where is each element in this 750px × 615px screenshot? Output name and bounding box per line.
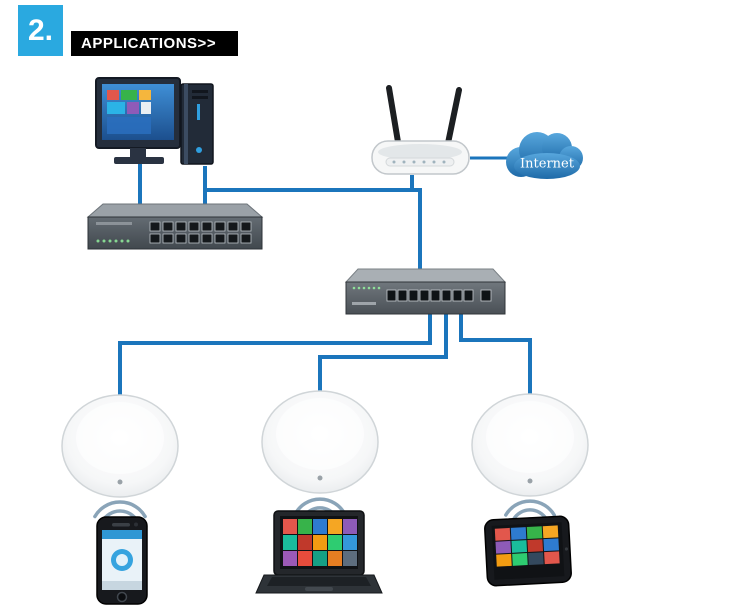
router-antenna-left <box>386 85 402 151</box>
router-top-panel <box>378 144 462 160</box>
wireless-router <box>371 85 470 175</box>
ethernet-ports <box>386 289 492 302</box>
laptop <box>255 510 383 594</box>
phone-speaker <box>112 523 130 527</box>
desktop-pc <box>95 77 214 165</box>
smartphone <box>96 516 148 605</box>
router-antenna-right <box>444 87 462 151</box>
phone-home-button <box>116 591 128 603</box>
step-number: 2. <box>27 13 54 47</box>
ap-led <box>527 478 533 484</box>
monitor-base <box>114 157 164 164</box>
phone-app-icon-core <box>116 554 128 566</box>
laptop-keyboard <box>267 577 371 586</box>
pc-tower-edge <box>184 84 188 164</box>
phone-camera <box>134 522 138 527</box>
pc-tower <box>180 83 214 165</box>
core-switch-top <box>86 203 264 218</box>
section-title: APPLICATIONS>> <box>81 35 217 52</box>
poe-switch-brand <box>352 302 376 305</box>
core-switch-brand <box>96 222 132 225</box>
pc-accent-stripe <box>197 104 200 120</box>
ceiling-ap-right <box>471 393 589 497</box>
step-number-badge: 2. <box>18 5 63 56</box>
section-title-banner: APPLICATIONS>> <box>71 31 238 56</box>
ap-led <box>117 479 123 485</box>
ap-highlight <box>486 401 574 473</box>
phone-screen-bottombar <box>102 581 142 590</box>
core-switch <box>86 203 264 250</box>
poe-switch <box>344 268 507 315</box>
ap-highlight <box>76 402 164 474</box>
ap-highlight <box>276 398 364 470</box>
pc-power-button <box>196 147 202 153</box>
tablet-screen-tiles <box>494 525 560 567</box>
poe-switch-top <box>344 268 507 283</box>
cloud-shape <box>506 132 583 179</box>
link-poe-to-ap-center <box>318 314 448 394</box>
router-led-panel <box>385 157 455 167</box>
link-poe-to-ap-right <box>459 314 532 396</box>
core-switch-leds <box>96 239 130 243</box>
monitor-screen-tiles <box>107 90 151 134</box>
internet-cloud: Internet <box>506 132 583 179</box>
pc-drive-bay <box>192 90 208 93</box>
ethernet-ports <box>149 221 252 244</box>
link-router-to-poe-switch <box>205 188 422 271</box>
ceiling-ap-center <box>261 390 379 494</box>
link-poe-to-ap-left <box>118 314 432 397</box>
tablet-camera <box>564 547 569 551</box>
laptop-screen-tiles <box>283 519 357 566</box>
ceiling-ap-left <box>61 394 179 498</box>
ap-led <box>317 475 323 481</box>
tablet <box>484 515 572 587</box>
phone-screen-topbar <box>102 530 142 539</box>
poe-switch-leds <box>352 286 381 290</box>
laptop-touchpad <box>305 587 333 591</box>
monitor-stand <box>130 148 146 157</box>
pc-drive-bay <box>192 96 208 99</box>
router-leds <box>392 160 446 164</box>
internet-cloud-label: Internet <box>520 157 575 172</box>
